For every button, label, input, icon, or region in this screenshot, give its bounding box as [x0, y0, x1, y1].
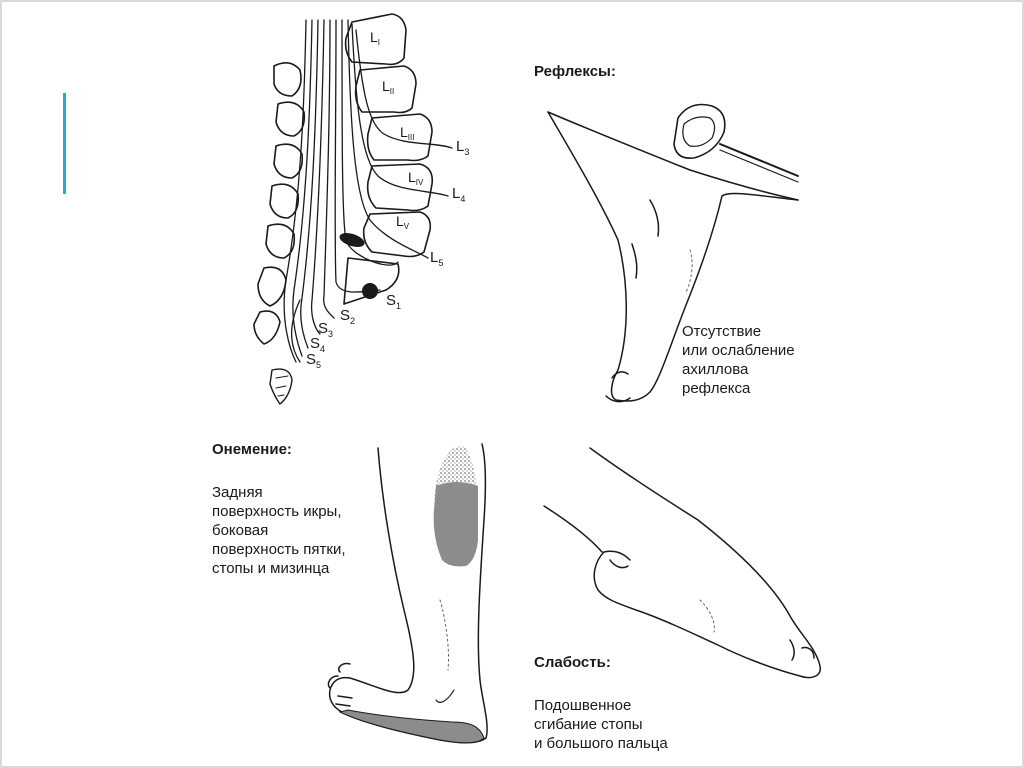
weakness-description-line: сгибание стопы — [534, 716, 643, 733]
weakness-heading: Слабость: — [534, 654, 611, 671]
numbness-zones — [338, 446, 485, 744]
root-label-s2: S2 — [340, 307, 355, 326]
reflexes-heading: Рефлексы: — [534, 63, 616, 80]
vertebra-label-l2: LII — [382, 78, 394, 96]
sacral-posterior — [257, 266, 287, 307]
reflexes-description-line: или ослабление — [682, 342, 795, 359]
sacral-posterior-2 — [253, 310, 281, 345]
sole-numb-zone — [338, 709, 485, 744]
vertebra-l3 — [366, 113, 433, 162]
numbness-description-line: поверхность пятки, — [212, 541, 346, 558]
root-labels: L3 L4 L5 S1 S2 S3 S4 S5 — [306, 138, 469, 370]
slide-border-top — [0, 0, 1024, 2]
weakness-description-line: Подошвенное — [534, 697, 632, 714]
numbness-description-line: Задняя — [212, 484, 263, 501]
numbness-heading: Онемение: — [212, 441, 292, 458]
numbness-description-line: поверхность икры, — [212, 503, 342, 520]
spinous-process-4 — [269, 183, 300, 219]
slide-border-right — [1022, 0, 1024, 768]
slide-border-left — [0, 0, 2, 768]
vertebra-label-l4: LIV — [408, 169, 424, 187]
reflexes-description: Отсутствие или ослабление ахиллова рефле… — [682, 322, 795, 398]
root-label-s1: S1 — [386, 292, 401, 311]
weakness-description: Подошвенное сгибание стопы и большого па… — [534, 696, 668, 753]
root-label-s5: S5 — [306, 351, 321, 370]
spinous-process-3 — [273, 143, 304, 179]
reflexes-description-line: рефлекса — [682, 380, 751, 397]
root-label-s3: S3 — [318, 320, 333, 339]
vertebra-label-l1: LI — [370, 29, 380, 47]
nerve-roots — [283, 19, 453, 363]
reflex-hammer-icon — [673, 103, 799, 183]
vertebra-label-l5: LV — [396, 213, 410, 231]
numbness-description-line: стопы и мизинца — [212, 560, 330, 577]
weakness-description-line: и большого пальца — [534, 735, 668, 752]
spinous-process-5 — [265, 223, 296, 259]
reflex-foot-illustration — [547, 111, 799, 403]
root-label-l4: L4 — [452, 185, 465, 204]
root-label-l3: L3 — [456, 138, 469, 157]
spinous-process-1 — [273, 62, 302, 97]
numbness-description-line: боковая — [212, 522, 269, 539]
compression-markers — [339, 233, 378, 299]
spine-illustration — [253, 13, 434, 405]
root-label-s4: S4 — [310, 335, 325, 354]
root-label-l5: L5 — [430, 249, 443, 268]
reflexes-description-line: ахиллова — [682, 361, 749, 378]
compression-l5 — [339, 233, 365, 247]
spinous-process-2 — [275, 101, 306, 137]
vertebra-labels: LI LII LIII LIV LV — [370, 29, 424, 231]
vertebra-l5 — [362, 211, 432, 258]
reflexes-description-line: Отсутствие — [682, 323, 762, 340]
compression-s1 — [362, 283, 378, 299]
vertebra-label-l3: LIII — [400, 124, 414, 142]
accent-bar — [63, 93, 66, 194]
weakness-foot-illustration — [543, 447, 821, 679]
numbness-description: Задняя поверхность икры, боковая поверхн… — [212, 483, 345, 578]
vertebra-l2 — [354, 65, 417, 114]
slide-border-bottom — [0, 766, 1024, 768]
vertebra-l1 — [344, 13, 407, 66]
